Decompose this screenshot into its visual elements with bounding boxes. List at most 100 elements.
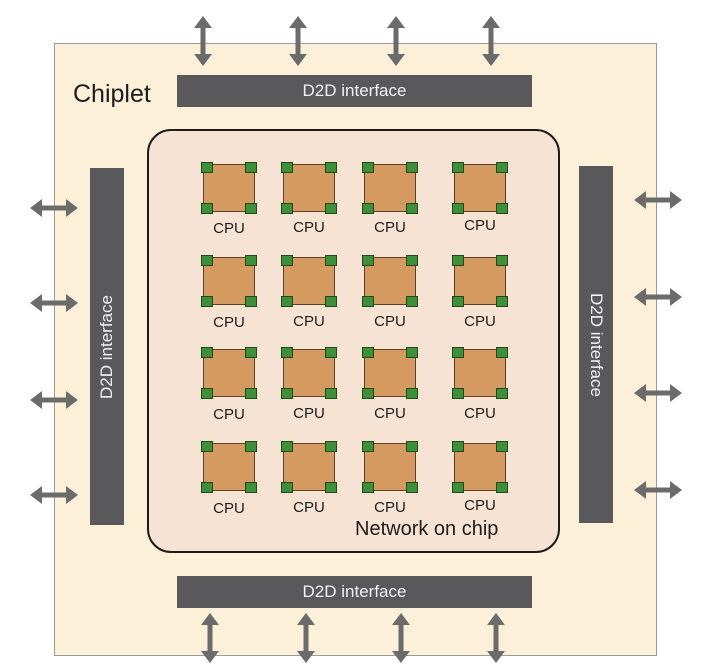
cpu-corner-pad <box>496 255 508 266</box>
cpu-label: CPU <box>213 220 245 237</box>
cpu-corner-pad <box>452 255 464 266</box>
cpu-corner-pad <box>452 441 464 452</box>
cpu-core-r3c4 <box>452 347 508 399</box>
d2d-interface-top-label: D2D interface <box>302 81 407 100</box>
cpu-core-r3c3 <box>362 347 418 399</box>
cpu-label: CPU <box>374 219 406 236</box>
cpu-core-r2c3 <box>362 255 418 307</box>
cpu-core-r4c2 <box>281 441 337 493</box>
cpu-corner-pad <box>406 388 418 399</box>
cpu-corner-pad <box>201 347 213 358</box>
cpu-core-r4c3 <box>362 441 418 493</box>
cpu-corner-pad <box>281 482 293 493</box>
cpu-label: CPU <box>464 497 496 514</box>
cpu-label: CPU <box>293 405 325 422</box>
cpu-label: CPU <box>464 405 496 422</box>
cpu-corner-pad <box>362 441 374 452</box>
cpu-core-r1c4 <box>452 162 508 214</box>
horizontal-arrow-icon <box>30 199 78 217</box>
vertical-arrow-icon <box>194 16 212 66</box>
cpu-corner-pad <box>281 347 293 358</box>
cpu-label: CPU <box>464 217 496 234</box>
cpu-core-r1c3 <box>362 162 418 214</box>
cpu-corner-pad <box>406 441 418 452</box>
cpu-corner-pad <box>362 255 374 266</box>
cpu-corner-pad <box>406 203 418 214</box>
cpu-label: CPU <box>293 313 325 330</box>
cpu-corner-pad <box>496 388 508 399</box>
cpu-corner-pad <box>281 296 293 307</box>
cpu-corner-pad <box>452 388 464 399</box>
vertical-arrow-icon <box>201 613 219 663</box>
cpu-corner-pad <box>496 162 508 173</box>
cpu-corner-pad <box>245 162 257 173</box>
cpu-corner-pad <box>452 296 464 307</box>
cpu-corner-pad <box>325 255 337 266</box>
cpu-label: CPU <box>374 313 406 330</box>
cpu-corner-pad <box>201 162 213 173</box>
horizontal-arrow-icon <box>30 391 78 409</box>
vertical-arrow-icon <box>297 613 315 663</box>
cpu-core-r4c1 <box>201 441 257 493</box>
cpu-core-r3c2 <box>281 347 337 399</box>
cpu-corner-pad <box>362 203 374 214</box>
horizontal-arrow-icon <box>634 288 682 306</box>
cpu-corner-pad <box>325 203 337 214</box>
cpu-corner-pad <box>406 162 418 173</box>
cpu-corner-pad <box>201 388 213 399</box>
cpu-label: CPU <box>213 406 245 423</box>
horizontal-arrow-icon <box>30 294 78 312</box>
cpu-corner-pad <box>325 347 337 358</box>
d2d-interface-right: D2D interface <box>579 166 613 523</box>
vertical-arrow-icon <box>487 613 505 663</box>
cpu-core-r2c2 <box>281 255 337 307</box>
cpu-core-r4c4 <box>452 441 508 493</box>
cpu-corner-pad <box>362 162 374 173</box>
vertical-arrow-icon <box>387 16 405 66</box>
cpu-corner-pad <box>452 482 464 493</box>
cpu-corner-pad <box>406 255 418 266</box>
cpu-corner-pad <box>245 347 257 358</box>
cpu-corner-pad <box>245 482 257 493</box>
cpu-corner-pad <box>452 347 464 358</box>
cpu-corner-pad <box>245 255 257 266</box>
cpu-corner-pad <box>496 482 508 493</box>
horizontal-arrow-icon <box>30 486 78 504</box>
cpu-core-r2c4 <box>452 255 508 307</box>
cpu-corner-pad <box>452 162 464 173</box>
cpu-corner-pad <box>325 388 337 399</box>
cpu-corner-pad <box>245 296 257 307</box>
cpu-label: CPU <box>293 219 325 236</box>
cpu-label: CPU <box>213 500 245 517</box>
d2d-interface-top: D2D interface <box>177 75 532 107</box>
cpu-label: CPU <box>464 313 496 330</box>
cpu-corner-pad <box>496 347 508 358</box>
cpu-corner-pad <box>201 255 213 266</box>
cpu-corner-pad <box>201 482 213 493</box>
cpu-core-r1c1 <box>201 162 257 214</box>
cpu-corner-pad <box>325 296 337 307</box>
cpu-core-r1c2 <box>281 162 337 214</box>
d2d-interface-bottom-label: D2D interface <box>302 582 407 601</box>
cpu-corner-pad <box>245 388 257 399</box>
d2d-interface-bottom: D2D interface <box>177 576 532 608</box>
cpu-corner-pad <box>281 162 293 173</box>
cpu-corner-pad <box>362 482 374 493</box>
chiplet-label: Chiplet <box>73 80 151 108</box>
cpu-corner-pad <box>406 482 418 493</box>
cpu-corner-pad <box>281 255 293 266</box>
cpu-label: CPU <box>374 499 406 516</box>
cpu-corner-pad <box>325 482 337 493</box>
cpu-corner-pad <box>281 203 293 214</box>
cpu-corner-pad <box>362 388 374 399</box>
cpu-corner-pad <box>496 441 508 452</box>
vertical-arrow-icon <box>482 16 500 66</box>
vertical-arrow-icon <box>289 16 307 66</box>
cpu-corner-pad <box>496 203 508 214</box>
cpu-corner-pad <box>452 203 464 214</box>
d2d-interface-left: D2D interface <box>90 168 124 525</box>
cpu-corner-pad <box>362 296 374 307</box>
cpu-corner-pad <box>281 388 293 399</box>
network-on-chip-label: Network on chip <box>355 518 499 540</box>
cpu-core-r3c1 <box>201 347 257 399</box>
